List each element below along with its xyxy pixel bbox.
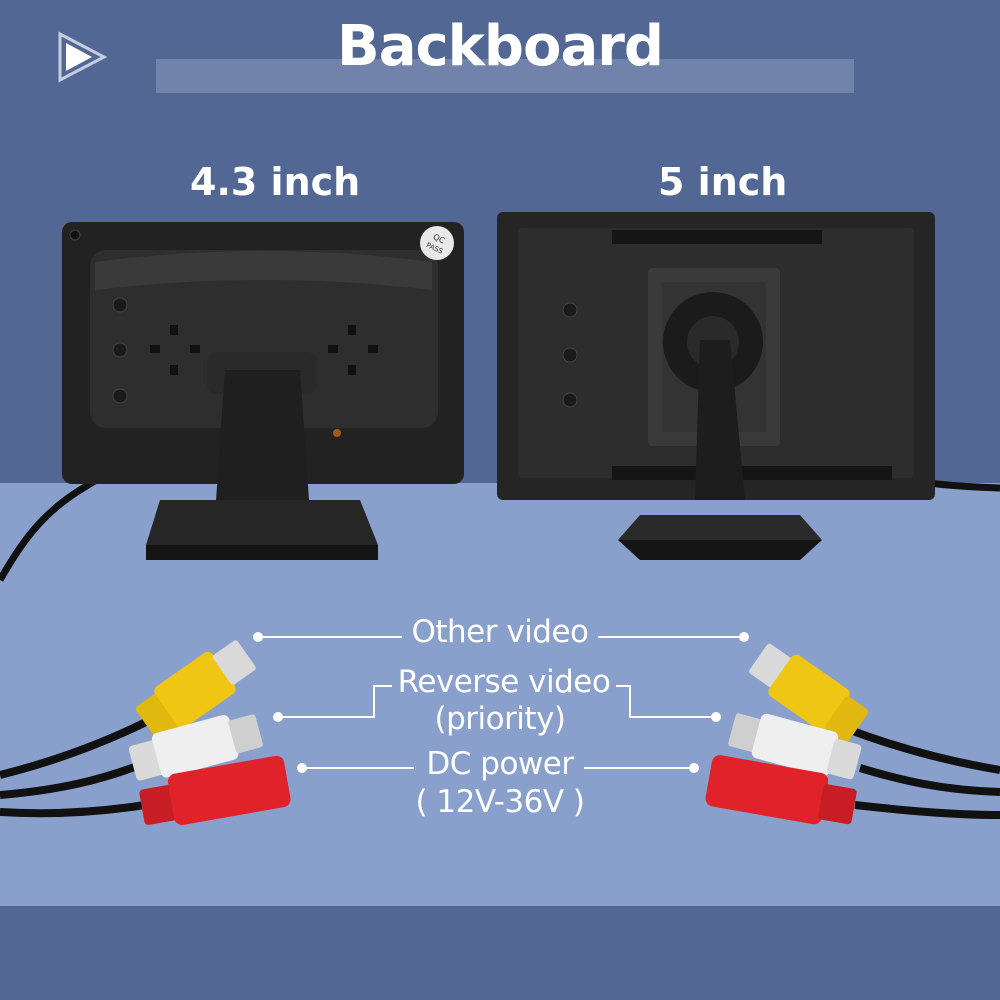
connector-yellow-right — [749, 643, 869, 743]
callout-reverse-video: Reverse video — [397, 664, 611, 700]
play-icon — [58, 31, 108, 83]
monitor-label-5-inch: 5 inch — [658, 160, 788, 204]
connectors-left — [0, 640, 291, 825]
callout-other-video: Other video — [411, 614, 589, 650]
connector-red-left — [139, 755, 291, 825]
button-3 — [112, 388, 128, 404]
monitor-5-inch-back — [497, 212, 1000, 560]
title-bar — [156, 59, 854, 93]
connector-red-right — [705, 755, 857, 825]
page-title: Backboard — [337, 14, 664, 79]
callout-reverse-video-priority: (priority) — [434, 701, 566, 737]
callout-dc-power: DC power — [426, 746, 574, 782]
button-2 — [112, 342, 128, 358]
connectors-right — [705, 643, 1000, 825]
connector-yellow-left — [135, 640, 256, 740]
callout-lines — [258, 636, 744, 769]
callout-dc-power-voltage: ( 12V-36V ) — [415, 784, 585, 820]
monitor-label-4-3-inch: 4.3 inch — [190, 160, 361, 204]
connector-white-left — [128, 714, 263, 781]
button-1 — [112, 297, 128, 313]
connector-white-right — [728, 713, 862, 780]
callout-dots — [253, 632, 749, 773]
background-bottom — [0, 906, 1000, 1000]
monitor-4-3-inch-back — [0, 222, 464, 582]
